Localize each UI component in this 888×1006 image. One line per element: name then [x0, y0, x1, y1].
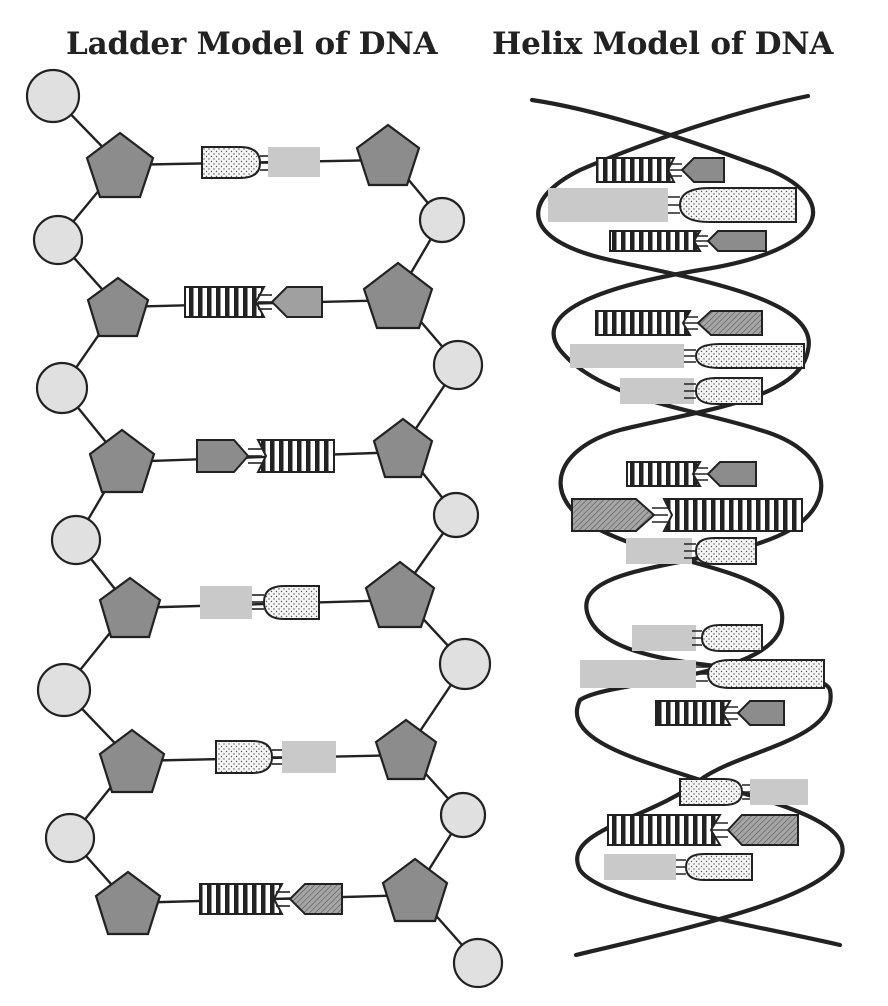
striped-base — [626, 461, 702, 487]
solid-gray-base — [750, 779, 808, 805]
solid-gray-base — [548, 188, 668, 222]
dotted-base — [706, 659, 825, 689]
hatched-base — [706, 230, 767, 252]
striped-base — [596, 157, 676, 183]
helix-turn-3 — [571, 461, 803, 565]
hatched-base — [680, 157, 725, 183]
striped-base — [607, 814, 722, 846]
helix-turn-5 — [604, 778, 808, 881]
ladder-base-pair-1 — [201, 146, 320, 179]
striped-base — [609, 230, 702, 252]
ladder-model — [25, 68, 504, 989]
ladder-base-pair-4 — [200, 585, 320, 620]
dotted-base — [694, 343, 805, 369]
helix-model — [529, 93, 845, 958]
striped-base — [662, 498, 803, 532]
hatched-base — [571, 498, 656, 532]
ladder-model-title: Ladder Model of DNA — [66, 26, 438, 62]
helix-turn-2 — [570, 310, 805, 405]
solid-gray-base — [620, 378, 694, 404]
solid-gray-base — [632, 625, 696, 651]
dotted-base — [684, 853, 753, 881]
solid-gray-base — [282, 741, 336, 773]
dotted-base — [694, 537, 757, 565]
dotted-base — [700, 624, 763, 652]
hatched-base — [726, 814, 799, 846]
solid-gray-base — [200, 586, 252, 619]
solid-gray-base — [580, 660, 696, 688]
ladder-base-pair-5 — [215, 740, 336, 774]
hatched-base — [736, 700, 785, 726]
solid-gray-base — [570, 344, 684, 368]
striped-base — [184, 286, 266, 318]
dotted-base — [201, 146, 262, 179]
solid-gray-base — [268, 147, 320, 177]
ladder-right-sugars — [355, 123, 449, 923]
ladder-phosphates — [25, 68, 504, 989]
striped-base — [256, 439, 335, 473]
dotted-base — [262, 585, 320, 620]
dotted-base — [678, 187, 797, 223]
helix-turn-4 — [580, 624, 825, 726]
hatched-base — [696, 310, 763, 336]
dotted-base — [215, 740, 274, 774]
hatched-base — [288, 883, 343, 915]
striped-base — [655, 700, 732, 726]
helix-model-title: Helix Model of DNA — [492, 26, 834, 62]
ladder-base-pair-3 — [196, 439, 335, 473]
dotted-base — [679, 778, 744, 806]
hatched-base — [706, 461, 757, 487]
striped-base — [199, 883, 284, 915]
striped-base — [595, 310, 692, 336]
solid-gray-base — [604, 854, 676, 880]
ladder-base-pair-2 — [184, 286, 323, 318]
helix-turn-1 — [548, 157, 797, 252]
ladder-left-sugars — [85, 131, 166, 936]
hatched-base — [270, 286, 323, 318]
ladder-rungs — [117, 158, 416, 905]
ladder-base-pair-6 — [199, 883, 343, 915]
solid-gray-base — [626, 538, 692, 564]
dotted-base — [694, 377, 763, 405]
hatched-base — [196, 439, 250, 473]
